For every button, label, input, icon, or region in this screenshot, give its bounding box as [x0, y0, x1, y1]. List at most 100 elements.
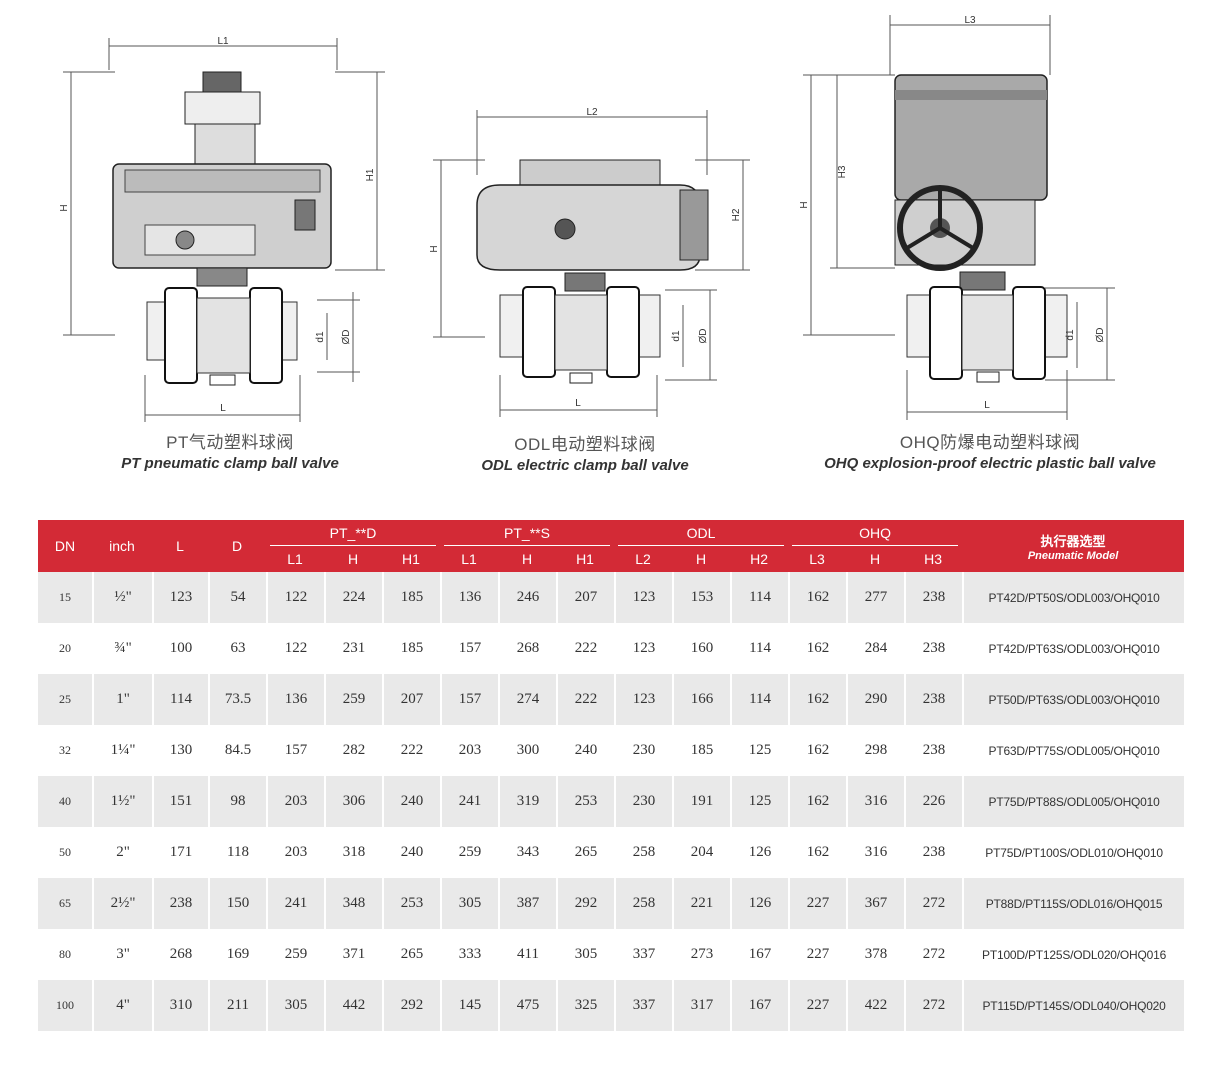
table-cell: 300	[498, 725, 556, 776]
table-cell: 122	[266, 623, 324, 674]
table-cell: 100	[38, 980, 92, 1031]
col-head-inch: inch	[92, 520, 152, 572]
table-cell: 50	[38, 827, 92, 878]
table-cell: 230	[614, 725, 673, 776]
caption-cn: PT气动塑料球阀	[166, 433, 294, 452]
table-cell: 65	[38, 878, 92, 929]
table-cell: 411	[498, 929, 556, 980]
table-cell: 319	[498, 776, 556, 827]
table-cell: 292	[382, 980, 440, 1031]
cell-model: PT42D/PT63S/ODL003/OHQ010	[962, 623, 1185, 674]
table-cell: 272	[904, 929, 963, 980]
table-cell: 162	[788, 725, 847, 776]
dim-label-bottom: L	[575, 398, 581, 409]
group-head-pt-d: PT_**D	[266, 520, 440, 546]
table-cell: 305	[556, 929, 615, 980]
table-cell: 15	[38, 572, 92, 623]
table-cell: 284	[846, 623, 905, 674]
table-cell: 211	[208, 980, 266, 1031]
cell-model: PT88D/PT115S/ODL016/OHQ015	[962, 878, 1185, 929]
table-cell: 241	[440, 776, 498, 827]
table-cell: 343	[498, 827, 556, 878]
table-cell: 125	[730, 776, 789, 827]
cell-model: PT115D/PT145S/ODL040/OHQ020	[962, 980, 1185, 1031]
table-cell: 118	[208, 827, 266, 878]
dim-label-right: H3	[837, 165, 848, 178]
dim-label-d1: d1	[671, 330, 682, 342]
table-cell: 475	[498, 980, 556, 1031]
table-cell: 317	[672, 980, 731, 1031]
table-cell: 240	[556, 725, 615, 776]
table-cell: 123	[614, 572, 673, 623]
table-cell: 318	[324, 827, 382, 878]
table-cell: 162	[788, 776, 847, 827]
col-subhead: L2	[614, 546, 673, 572]
table-cell: 114	[730, 572, 789, 623]
table-cell: 20	[38, 623, 92, 674]
dim-label-left: H	[429, 245, 440, 252]
table-cell: 241	[266, 878, 324, 929]
table-cell: 348	[324, 878, 382, 929]
model-head-cn: 执行器选型	[1040, 533, 1106, 549]
table-cell: 378	[846, 929, 905, 980]
table-cell: 277	[846, 572, 905, 623]
model-head-en: Pneumatic Model	[1027, 549, 1119, 562]
table-cell: 123	[152, 572, 208, 623]
table-cell: 207	[382, 674, 440, 725]
dim-label-D: ØD	[1095, 328, 1106, 343]
table-cell: 1¼"	[92, 725, 152, 776]
table-cell: 238	[152, 878, 208, 929]
table-cell: 272	[904, 980, 963, 1031]
table-cell: 185	[382, 623, 440, 674]
table-cell: 240	[382, 827, 440, 878]
group-label: ODL	[686, 525, 716, 541]
cell-model: PT75D/PT100S/ODL010/OHQ010	[962, 827, 1185, 878]
table-cell: 238	[904, 623, 963, 674]
table-cell: 259	[440, 827, 498, 878]
table-cell: 253	[556, 776, 615, 827]
table-cell: 145	[440, 980, 498, 1031]
table-cell: 171	[152, 827, 208, 878]
table-cell: 259	[324, 674, 382, 725]
table-cell: 371	[324, 929, 382, 980]
table-cell: 367	[846, 878, 905, 929]
table-cell: 337	[614, 980, 673, 1031]
table-cell: 157	[266, 725, 324, 776]
col-subhead: H2	[730, 546, 789, 572]
table-cell: 305	[440, 878, 498, 929]
col-subhead: L3	[788, 546, 847, 572]
cell-model: PT100D/PT125S/ODL020/OHQ016	[962, 929, 1185, 980]
table-cell: 1"	[92, 674, 152, 725]
table-cell: 272	[904, 878, 963, 929]
table-cell: 167	[730, 929, 789, 980]
table-cell: 226	[904, 776, 963, 827]
table-cell: 238	[904, 674, 963, 725]
table-cell: 259	[266, 929, 324, 980]
table-cell: 227	[788, 980, 847, 1031]
table-cell: 157	[440, 623, 498, 674]
dim-label-D: ØD	[698, 329, 709, 344]
cell-model: PT75D/PT88S/ODL005/OHQ010	[962, 776, 1185, 827]
table-cell: 167	[730, 980, 789, 1031]
table-cell: 387	[498, 878, 556, 929]
table-cell: 73.5	[208, 674, 266, 725]
table-cell: 25	[38, 674, 92, 725]
table-cell: 246	[498, 572, 556, 623]
odl-electric-valve-drawing: L2 H H2 d1 ØD L	[429, 107, 750, 417]
table-cell: 258	[614, 827, 673, 878]
col-subhead: H1	[382, 546, 440, 572]
table-cell: 166	[672, 674, 731, 725]
table-cell: 185	[672, 725, 731, 776]
table-cell: 136	[440, 572, 498, 623]
table-cell: 221	[672, 878, 731, 929]
table-cell: 238	[904, 572, 963, 623]
dim-label-top: L2	[586, 107, 598, 118]
col-subhead: H	[672, 546, 731, 572]
dim-label-right: H2	[731, 208, 742, 221]
col-subhead: L1	[266, 546, 324, 572]
table-cell: 316	[846, 776, 905, 827]
table-cell: 230	[614, 776, 673, 827]
table-cell: 100	[152, 623, 208, 674]
